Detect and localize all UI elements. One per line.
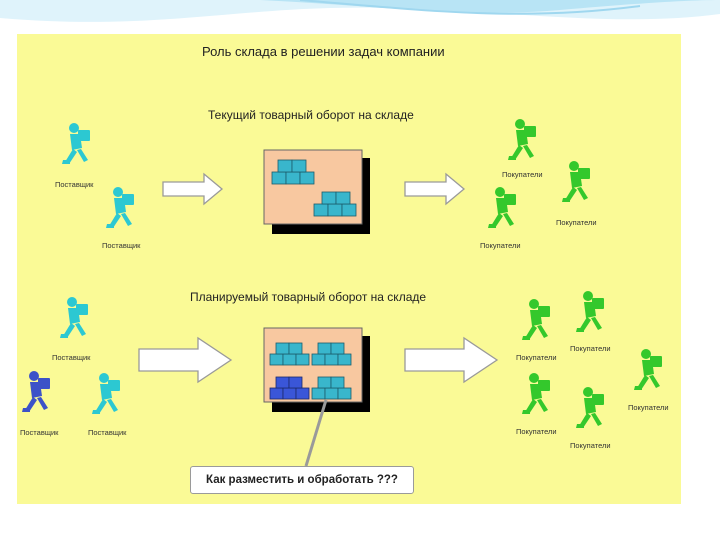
supplier-label: Поставщик [52, 353, 91, 362]
callout-question: Как разместить и обработать ??? [190, 466, 414, 494]
arrow-right-icon [404, 336, 499, 384]
buyer-label: Покупатели [516, 353, 557, 362]
arrow-right-icon [138, 336, 233, 384]
buyer-figure-icon [576, 291, 604, 332]
supplier-label: Поставщик [102, 241, 141, 250]
warehouse-current [263, 149, 370, 234]
buyer-figure-icon [634, 349, 662, 390]
buyer-label: Покупатели [502, 170, 543, 179]
supplier-figure-icon [22, 371, 50, 412]
buyer-label: Покупатели [570, 344, 611, 353]
buyer-figure-icon [508, 119, 536, 160]
diagram-title: Роль склада в решении задач компании [202, 44, 445, 59]
buyer-label: Покупатели [628, 403, 669, 412]
planned-heading: Планируемый товарный оборот на складе [190, 290, 427, 304]
buyer-figure-icon [562, 161, 590, 202]
buyer-figure-icon [576, 387, 604, 428]
buyer-label: Покупатели [516, 427, 557, 436]
buyer-figure-icon [522, 299, 550, 340]
supplier-label: Поставщик [55, 180, 94, 189]
supplier-label: Поставщик [20, 428, 59, 437]
buyer-label: Покупатели [570, 441, 611, 450]
diagram-panel [17, 34, 681, 504]
supplier-figure-icon [60, 297, 88, 338]
decorative-wave [0, 0, 720, 22]
buyer-label: Покупатели [556, 218, 597, 227]
arrow-right-icon [404, 172, 466, 206]
current-heading: Текущий товарный оборот на складе [208, 108, 414, 122]
buyer-label: Покупатели [480, 241, 521, 250]
supplier-figure-icon [62, 123, 90, 164]
warehouse-planned [263, 327, 370, 412]
buyer-figure-icon [488, 187, 516, 228]
supplier-figure-icon [92, 373, 120, 414]
buyer-figure-icon [522, 373, 550, 414]
supplier-label: Поставщик [88, 428, 127, 437]
supplier-figure-icon [106, 187, 134, 228]
arrow-right-icon [162, 172, 224, 206]
